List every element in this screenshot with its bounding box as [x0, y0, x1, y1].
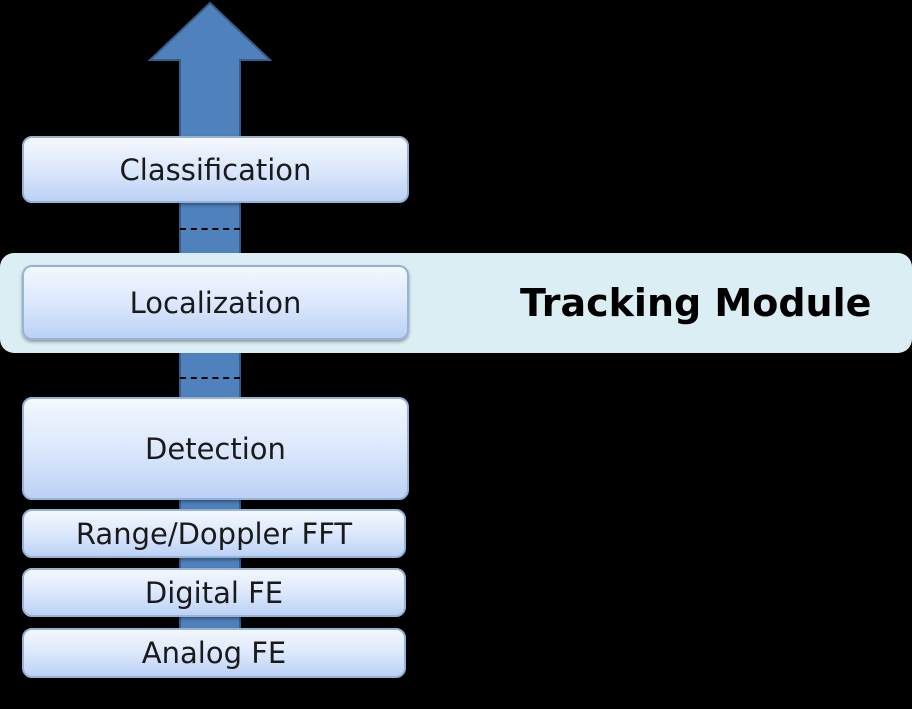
layer-classification: Classification: [22, 136, 409, 203]
layer-detection: Detection: [22, 397, 409, 500]
layer-digital-fe: Digital FE: [22, 568, 406, 617]
dashed-separator-upper: [180, 228, 240, 230]
layer-localization: Localization: [22, 265, 409, 340]
layer-analog-fe: Analog FE: [22, 628, 406, 678]
tracking-module-label: Tracking Module: [520, 281, 872, 325]
dashed-separator-lower: [180, 377, 240, 379]
layer-range-doppler-fft: Range/Doppler FFT: [22, 509, 406, 558]
